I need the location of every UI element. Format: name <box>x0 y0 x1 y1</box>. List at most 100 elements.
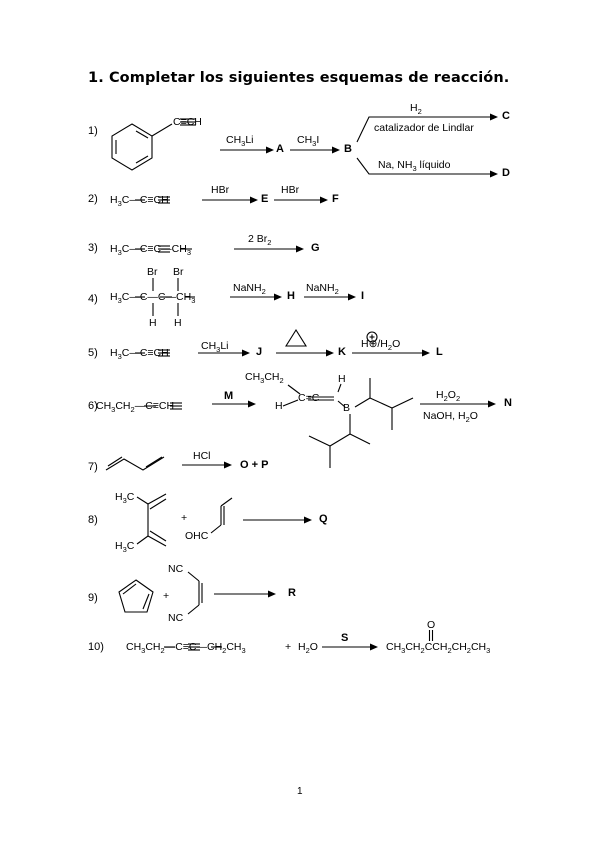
product-letter: C <box>502 110 510 122</box>
product-letter: E <box>261 193 269 205</box>
product-formula: CH3CH2CCH2CH2CH3 <box>386 641 491 656</box>
reaction-number: 4) <box>88 293 98 305</box>
arrow-6b <box>420 400 496 408</box>
reaction-number: 5) <box>88 347 98 359</box>
product-letter: N <box>504 397 512 409</box>
vinyl-carbon-label: C=C <box>298 392 320 404</box>
cyclopentadiene-icon <box>118 579 154 613</box>
arrow-5c <box>352 349 430 357</box>
arrow-7 <box>182 461 232 469</box>
bromine-label: Br <box>173 266 184 278</box>
triple-bond-5 <box>158 349 170 357</box>
ethyl-label: CH3CH2 <box>245 371 284 386</box>
reaction-number: 6) <box>88 400 98 412</box>
reagent-label: HBr <box>281 184 300 196</box>
product-letter: H <box>287 290 295 302</box>
reagent-label: HCl <box>193 450 211 462</box>
reagent-label: NaNH2 <box>233 282 266 297</box>
triple-bond-1 <box>180 118 196 126</box>
arrow-1a <box>220 146 274 154</box>
aldehyde-label: OHC <box>185 530 209 542</box>
reagent-label: CH3Li <box>226 134 254 149</box>
branch-arrow-lower <box>356 157 498 178</box>
methyl-label: H3C <box>115 491 135 506</box>
product-letter: M <box>224 390 234 402</box>
product-letter: R <box>288 587 296 599</box>
butadiene <box>105 456 165 471</box>
arrow-4a <box>230 293 282 301</box>
hydrogen-label: H <box>338 373 346 385</box>
hydrogen-label: H <box>149 317 157 329</box>
water-label: H2O <box>298 641 318 656</box>
reagent-note: catalizador de Lindlar <box>374 122 474 134</box>
carbonyl-bond <box>428 630 434 641</box>
page-number: 1 <box>297 786 303 797</box>
reagent-note: NaOH, H2O <box>423 410 478 425</box>
arrow-2b <box>274 196 328 204</box>
product-letter: A <box>276 143 284 155</box>
dicyanoethene <box>187 571 203 615</box>
plus-sign: + <box>285 641 292 653</box>
proton-charge-circle <box>366 331 378 343</box>
reagent-label: CH3Li <box>201 340 229 355</box>
nitrile-label: NC <box>168 612 184 624</box>
product-letter: F <box>332 193 339 205</box>
arrow-8 <box>243 516 312 524</box>
triple-bond-6 <box>170 402 182 410</box>
reagent-label: NaNH2 <box>306 282 339 297</box>
triple-bond-2 <box>158 196 170 204</box>
epoxide-icon <box>285 328 307 347</box>
product-letter: J <box>256 346 263 358</box>
arrow-10 <box>322 643 378 651</box>
plus-sign: + <box>181 512 188 524</box>
product-letter: B <box>344 143 352 155</box>
vinylborane-bonds <box>282 378 414 468</box>
plus-sign: + <box>163 590 170 602</box>
reaction-number: 9) <box>88 592 98 604</box>
substrate-formula: H3C—C—C—CH3 <box>110 291 196 306</box>
dimethylbutadiene <box>136 493 167 547</box>
product-letter: Q <box>319 513 328 525</box>
alkyne-label: C≡CH <box>173 116 202 128</box>
reagent-label: 2 Br2 <box>248 233 272 248</box>
reagent-label: CH3I <box>297 134 320 149</box>
arrow-1b <box>290 146 340 154</box>
boron-label: B <box>343 402 351 414</box>
arrow-5a <box>198 349 250 357</box>
arrow-9 <box>214 590 276 598</box>
reaction-number: 8) <box>88 514 98 526</box>
dibromide-bonds <box>135 278 195 316</box>
substrate-formula: H3C—C≡CH <box>110 194 169 209</box>
reaction-number: 1) <box>88 125 98 137</box>
reaction-number: 3) <box>88 242 98 254</box>
nitrile-label: NC <box>168 563 184 575</box>
product-letter: G <box>311 242 320 254</box>
substrate-formula: H3C—C≡C—CH3 <box>110 243 191 258</box>
arrow-2a <box>202 196 258 204</box>
reaction-number: 10) <box>88 641 104 653</box>
reagent-label: H2O2 <box>436 389 461 404</box>
reagent-label: H⊕/H2O <box>361 338 401 353</box>
reagent-label: H2 <box>410 102 422 117</box>
reagent-label: Na, NH3 líquido <box>378 159 451 174</box>
product-letter: I <box>361 290 365 302</box>
methyl-label: H3C <box>115 540 135 555</box>
arrow-3 <box>234 245 304 253</box>
triple-bond-3 <box>158 245 170 253</box>
triple-bond-10 <box>188 643 200 651</box>
product-letter: S <box>341 632 349 644</box>
benzene-ring <box>111 123 173 171</box>
substrate-formula: CH3CH2—C≡C—CH2CH3 <box>126 641 246 656</box>
oxygen-label: O <box>427 619 436 631</box>
reagent-label: HBr <box>211 184 230 196</box>
product-letters: O + P <box>240 459 269 471</box>
branch-arrow-upper <box>356 113 498 143</box>
reaction-number: 7) <box>88 461 98 473</box>
hydrogen-label: H <box>174 317 182 329</box>
acrolein <box>210 497 233 534</box>
hydrogen-label: H <box>275 400 283 412</box>
bromine-label: Br <box>147 266 158 278</box>
substrate-formula: H3C—C≡CH <box>110 347 169 362</box>
